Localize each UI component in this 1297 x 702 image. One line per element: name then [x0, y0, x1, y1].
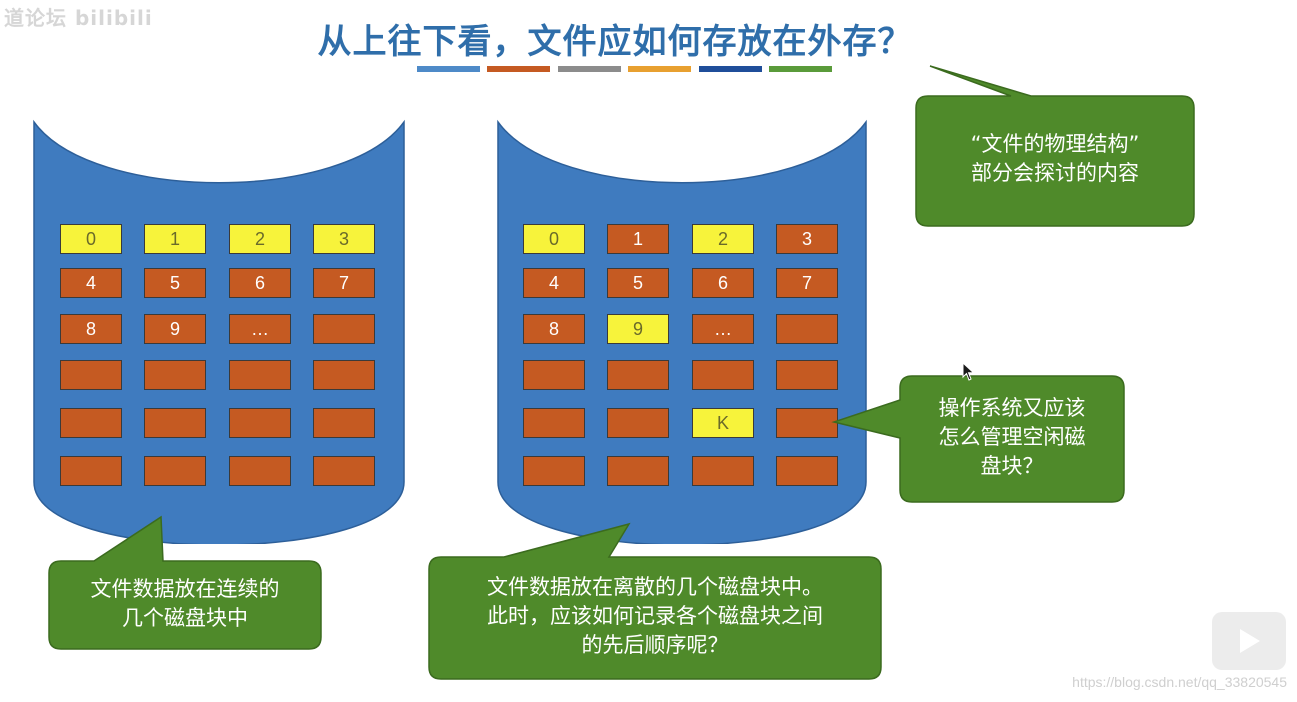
left-block-r1-c1: 5 [144, 268, 206, 298]
right-block-r4-c2: K [692, 408, 754, 438]
left-block-r2-c2: … [229, 314, 291, 344]
left-block-r5-c1 [144, 456, 206, 486]
title-bar-1 [417, 66, 480, 72]
left-block-r0-c1: 1 [144, 224, 206, 254]
left-block-r2-c1: 9 [144, 314, 206, 344]
left-block-r3-c1 [144, 360, 206, 390]
right-block-r2-c2: … [692, 314, 754, 344]
right-block-r3-c2 [692, 360, 754, 390]
right-block-r0-c0: 0 [523, 224, 585, 254]
right-block-r3-c3 [776, 360, 838, 390]
left-block-r4-c1 [144, 408, 206, 438]
right-block-r1-c3: 7 [776, 268, 838, 298]
slide-title: 从上往下看，文件应如何存放在外存？ [317, 22, 913, 62]
right-block-r1-c0: 4 [523, 268, 585, 298]
right-disk-cylinder [497, 118, 867, 544]
mouse-cursor-icon [962, 362, 975, 381]
right-block-r1-c2: 6 [692, 268, 754, 298]
right-block-r4-c0 [523, 408, 585, 438]
callout-free-line-2: 怎么管理空闲磁 [938, 425, 1086, 449]
right-block-r2-c0: 8 [523, 314, 585, 344]
left-block-r3-c0 [60, 360, 122, 390]
left-block-r0-c3: 3 [313, 224, 375, 254]
callout-scattered-line-3: 的先后顺序呢？ [581, 633, 729, 657]
right-block-r0-c3: 3 [776, 224, 838, 254]
left-block-r4-c3 [313, 408, 375, 438]
left-block-r2-c0: 8 [60, 314, 122, 344]
left-block-r3-c3 [313, 360, 375, 390]
callout-scattered: 文件数据放在离散的几个磁盘块中。 此时，应该如何记录各个磁盘块之间 的先后顺序呢… [428, 522, 882, 680]
callout-contiguous-line-1: 文件数据放在连续的 [90, 577, 280, 601]
title-bar-2 [487, 66, 550, 72]
left-block-r2-c3 [313, 314, 375, 344]
right-block-r3-c0 [523, 360, 585, 390]
callout-contiguous-line-2: 几个磁盘块中 [122, 606, 248, 630]
right-block-r5-c0 [523, 456, 585, 486]
left-block-r1-c3: 7 [313, 268, 375, 298]
right-block-r0-c1: 1 [607, 224, 669, 254]
right-block-r3-c1 [607, 360, 669, 390]
title-bar-6 [769, 66, 832, 72]
left-block-r5-c2 [229, 456, 291, 486]
right-block-r2-c3 [776, 314, 838, 344]
right-block-r5-c2 [692, 456, 754, 486]
left-block-r5-c0 [60, 456, 122, 486]
callout-free-line-1: 操作系统又应该 [938, 396, 1086, 420]
right-block-r0-c2: 2 [692, 224, 754, 254]
left-block-r1-c2: 6 [229, 268, 291, 298]
title-bar-4 [628, 66, 691, 72]
watermark-logo: 道论坛 bilibili [4, 6, 153, 30]
left-block-r4-c2 [229, 408, 291, 438]
left-block-r5-c3 [313, 456, 375, 486]
right-block-r4-c1 [607, 408, 669, 438]
callout-free-blocks: 操作系统又应该 怎么管理空闲磁 盘块？ [831, 375, 1125, 503]
title-bar-5 [699, 66, 762, 72]
callout-physical-structure: “文件的物理结构” 部分会探讨的内容 [915, 65, 1195, 227]
right-block-r1-c1: 5 [607, 268, 669, 298]
left-disk-cylinder [33, 118, 405, 544]
left-block-r3-c2 [229, 360, 291, 390]
left-block-r4-c0 [60, 408, 122, 438]
video-play-icon[interactable] [1212, 612, 1286, 670]
url-watermark: https://blog.csdn.net/qq_33820545 [1072, 674, 1287, 690]
callout-physical-line-2: 部分会探讨的内容 [971, 161, 1139, 185]
callout-free-line-3: 盘块？ [980, 454, 1044, 478]
right-block-r5-c1 [607, 456, 669, 486]
title-bar-3 [558, 66, 621, 72]
right-block-r5-c3 [776, 456, 838, 486]
left-block-r1-c0: 4 [60, 268, 122, 298]
callout-contiguous: 文件数据放在连续的 几个磁盘块中 [48, 515, 322, 650]
callout-physical-line-1: “文件的物理结构” [970, 132, 1140, 156]
callout-scattered-line-2: 此时，应该如何记录各个磁盘块之间 [487, 604, 823, 628]
play-triangle-icon [1240, 629, 1260, 653]
left-block-r0-c2: 2 [229, 224, 291, 254]
right-block-r2-c1: 9 [607, 314, 669, 344]
left-block-r0-c0: 0 [60, 224, 122, 254]
right-block-r4-c3 [776, 408, 838, 438]
callout-scattered-line-1: 文件数据放在离散的几个磁盘块中。 [487, 575, 823, 599]
